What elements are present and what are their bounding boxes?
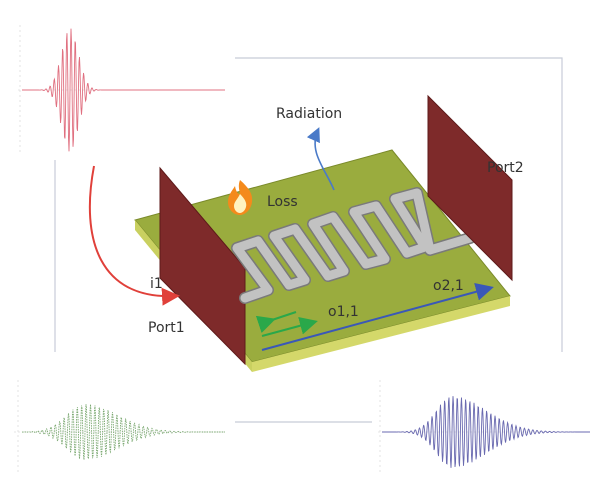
loss-label: Loss <box>267 194 298 210</box>
transmitted-pulse-waveform <box>382 396 590 468</box>
radiation-arrow <box>306 127 335 191</box>
port2-plate <box>427 94 513 282</box>
incident-pulse-waveform <box>22 28 225 152</box>
port1-plate <box>159 166 246 366</box>
incident-pulse-plot <box>12 20 230 160</box>
reflected-label: o1,1 <box>328 304 359 320</box>
radiation-label: Radiation <box>276 106 342 122</box>
reflected-arrow <box>261 316 318 337</box>
reflected-pulse-waveform <box>22 404 225 460</box>
background-frame <box>54 57 563 423</box>
transmitted-label: o2,1 <box>433 278 464 294</box>
incident-label: i1 <box>150 276 163 292</box>
port2-label: Port2 <box>487 160 524 176</box>
transmitted-arrow <box>261 282 494 351</box>
flame-icon <box>228 180 253 215</box>
reflected-arrow-tail <box>255 311 297 333</box>
transmitted-pulse-plot <box>378 380 590 475</box>
microstrip-trace <box>231 187 476 304</box>
reflected-pulse-plot <box>14 380 225 475</box>
port1-label: Port1 <box>148 320 185 336</box>
incident-arrow <box>88 165 180 306</box>
